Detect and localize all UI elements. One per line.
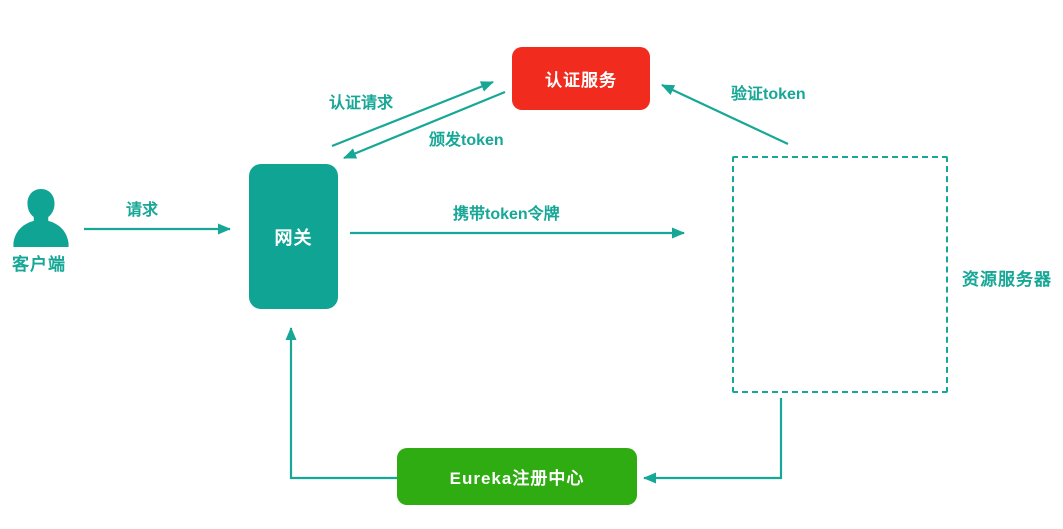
- auth-service-label: 认证服务: [545, 71, 617, 90]
- edge-label-request: 请求: [126, 202, 159, 219]
- node-eureka-registry: Eureka注册中心: [397, 448, 637, 505]
- node-resource-server: [732, 156, 948, 393]
- edge-label-issue-token: 颁发token: [429, 132, 504, 149]
- edge-label-auth-request: 认证请求: [329, 95, 394, 112]
- eureka-label: Eureka注册中心: [449, 469, 585, 488]
- edge-resource-to-eureka: [643, 398, 783, 484]
- edge-auth-request: [331, 80, 494, 148]
- client-label: 客户端: [12, 255, 66, 274]
- edge-eureka-to-gateway: [285, 327, 397, 480]
- gateway-label: 网关: [274, 227, 313, 248]
- client-person-icon: [13, 189, 69, 247]
- node-auth-service: 认证服务: [512, 47, 650, 110]
- edge-label-carry-token: 携带token令牌: [453, 206, 560, 223]
- edge-label-verify-token: 验证token: [731, 86, 806, 103]
- edge-verify-token: [661, 84, 789, 145]
- edge-issue-token: [343, 90, 506, 160]
- node-gateway: 网关: [249, 164, 338, 309]
- resource-server-label: 资源服务器: [962, 270, 1052, 289]
